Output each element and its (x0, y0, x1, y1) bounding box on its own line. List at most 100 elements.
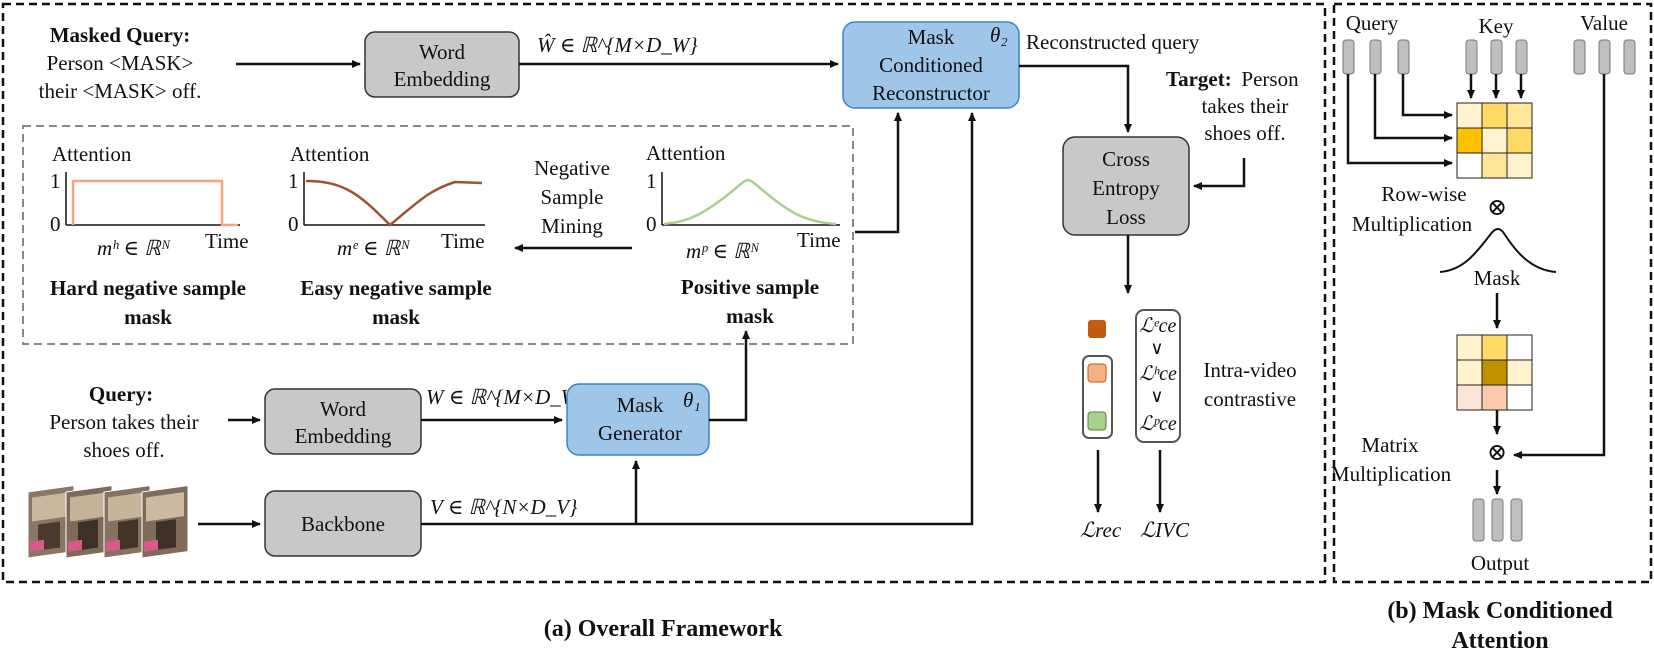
easy-symbol: mᵉ ∈ ℝᴺ (337, 236, 410, 260)
b-otimes-2: ⊗ (1487, 440, 1507, 466)
b-output-tokens (1472, 498, 1523, 542)
word-embedding-bottom-box (264, 388, 422, 455)
loss-gt-1: ∨ (1150, 338, 1163, 358)
w-hat-label: Ŵ ∈ ℝ^{M×D_W} (537, 33, 698, 57)
reconstructor-param: θ₂ (990, 23, 1008, 47)
swatch-hard (1087, 363, 1107, 383)
v-label: V ∈ ℝ^{N×D_V} (430, 495, 578, 519)
intra-video-line1: Intra-video (1203, 358, 1296, 382)
loss-gt-2: ∨ (1150, 386, 1163, 406)
b-key-tokens (1465, 39, 1528, 75)
neg-mining-line2: Sample (541, 185, 604, 209)
target-label: Target: (1166, 67, 1232, 91)
word-embedding-top-line1: Word (419, 40, 466, 64)
reconstructor-line2: Conditioned (879, 53, 983, 77)
b-query-tokens (1342, 39, 1410, 75)
b-rowwise-line2: Multiplication (1352, 212, 1473, 236)
positive-plot: Attention 1 0 mᵖ ∈ ℝᴺ Time Positive samp… (646, 141, 841, 328)
reconstructor-line1: Mask (908, 25, 955, 49)
hard-caption1: Hard negative sample (50, 276, 246, 300)
mask-generator-line2: Generator (598, 421, 682, 445)
hard-curve (71, 179, 238, 227)
pos-caption1: Positive sample (681, 275, 819, 299)
query-line1: Person takes their (49, 410, 198, 434)
b-query-label: Query (1346, 11, 1399, 35)
b-query-arrow-3 (1346, 74, 1453, 167)
b-masked-matrix (1456, 334, 1533, 411)
loss-rec: ℒrec (1080, 518, 1122, 542)
w-label: W ∈ ℝ^{M×D_W} (426, 385, 587, 409)
query-line2: shoes off. (83, 438, 164, 462)
query-label: Query: (89, 382, 153, 406)
b-mask-curve (1439, 228, 1557, 273)
hard-negative-plot: Attention 1 0 mʰ ∈ ℝᴺ Time Hard negative… (50, 142, 249, 329)
b-otimes-1: ⊗ (1487, 195, 1507, 221)
arrow-positive-to-reconstructor (855, 112, 902, 234)
pos-curve (663, 178, 837, 226)
easy-y-title: Attention (290, 142, 370, 166)
reconstructed-query-label: Reconstructed query (1026, 30, 1200, 54)
hard-y0: 0 (50, 212, 61, 236)
b-value-tokens (1573, 39, 1636, 75)
easy-negative-plot: Attention 1 0 mᵉ ∈ ℝᴺ Time Easy negative… (288, 142, 492, 329)
pos-y-title: Attention (646, 141, 726, 165)
easy-x-title: Time (441, 229, 485, 253)
ce-line1: Cross (1102, 147, 1150, 171)
easy-y0: 0 (288, 212, 299, 236)
hard-caption2: mask (124, 305, 172, 329)
reconstructor-line3: Reconstructor (872, 81, 990, 105)
cross-entropy-box (1062, 136, 1190, 236)
b-matrix-line2: Multiplication (1331, 462, 1452, 486)
b-output-label: Output (1471, 551, 1530, 575)
backbone-label: Backbone (301, 512, 385, 536)
ce-line3: Loss (1106, 205, 1146, 229)
easy-y1: 1 (288, 169, 299, 193)
b-query-arrow-2 (1373, 74, 1453, 142)
swatch-group (1082, 355, 1113, 439)
loss-ce-p: ℒᵖce (1139, 413, 1177, 435)
pos-x-title: Time (797, 228, 841, 252)
hard-y1: 1 (50, 169, 61, 193)
b-value-label: Value (1580, 11, 1628, 35)
b-rowwise-line1: Row-wise (1381, 182, 1466, 206)
easy-caption1: Easy negative sample (300, 276, 491, 300)
panel-b-border-visible (1332, 2, 1653, 584)
video-frames-image (27, 484, 189, 559)
word-embedding-bottom-line1: Word (320, 397, 367, 421)
b-matrix-line1-visible: Matrix (1361, 433, 1419, 457)
mask-generator-line1: Mask (617, 393, 664, 417)
arrow-target-to-ce (1193, 158, 1246, 190)
loss-stack-box (1135, 309, 1181, 443)
easy-caption2: mask (372, 305, 420, 329)
swatch-easy (1088, 320, 1106, 338)
neg-mining-line1: Negative (534, 156, 610, 180)
b-value-arrow (1513, 74, 1606, 459)
b-key-label: Key (1479, 14, 1514, 38)
arrow-generator-to-positive (709, 330, 750, 422)
mask-generator-param: θ₁ (683, 388, 701, 412)
ce-line2: Entropy (1092, 176, 1160, 200)
target-line2: takes their (1202, 94, 1289, 118)
hard-y-title: Attention (52, 142, 132, 166)
pos-caption2: mask (726, 304, 774, 328)
loss-ce-h: ℒʰce (1139, 363, 1177, 385)
hard-x-title: Time (205, 229, 249, 253)
loss-ce-e: ℒᵉce (1139, 315, 1177, 337)
pos-y1: 1 (646, 169, 657, 193)
masked-query-line1: Person <MASK> (47, 51, 194, 75)
arrow-reconstructor-to-ce (1019, 64, 1132, 133)
arrow-backbone-to-reconstructor (421, 112, 976, 526)
swatch-positive (1087, 411, 1107, 431)
b-mask-label: Mask (1474, 266, 1521, 290)
word-embedding-top-line2: Embedding (394, 67, 491, 91)
b-query-arrow-1 (1401, 74, 1453, 119)
target-line3: shoes off. (1204, 121, 1285, 145)
loss-ivc: ℒIVC (1140, 518, 1190, 542)
masked-query-label: Masked Query: (50, 23, 191, 47)
b-attention-matrix (1456, 102, 1533, 179)
masked-query-line2: their <MASK> off. (39, 79, 202, 103)
caption-a: (a) Overall Framework (544, 616, 783, 642)
caption-b-line1: (b) Mask Conditioned (1387, 598, 1613, 624)
hard-symbol: mʰ ∈ ℝᴺ (97, 236, 171, 260)
